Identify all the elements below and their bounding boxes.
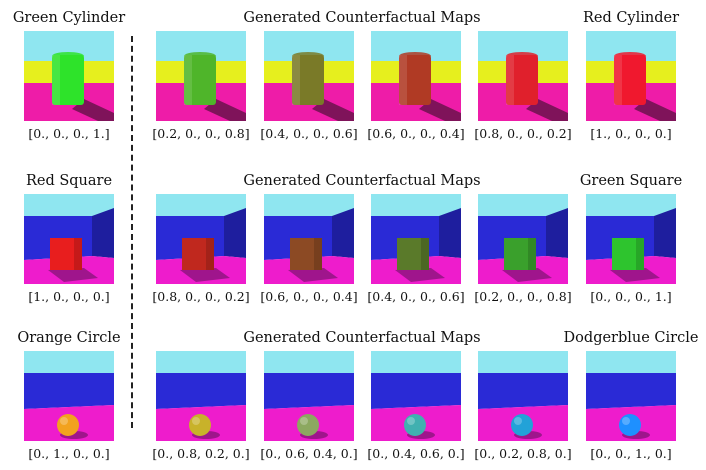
counterfactual-vector-caption: [0., 0.4, 0.6, 0.] bbox=[367, 446, 465, 461]
source-image-image bbox=[24, 31, 114, 121]
counterfactual-map-image-image bbox=[264, 194, 354, 284]
counterfactual-vector-caption: [0., 0.6, 0.4, 0.] bbox=[260, 446, 358, 461]
generated-maps-title: Generated Counterfactual Maps bbox=[243, 173, 481, 189]
counterfactual-vector-caption: [0.8, 0., 0., 0.2] bbox=[474, 126, 572, 141]
counterfactual-map-image-image bbox=[371, 31, 461, 121]
counterfactual-map-image bbox=[264, 351, 354, 441]
source-title: Green Cylinder bbox=[12, 10, 126, 26]
target-image bbox=[586, 351, 676, 441]
target-image bbox=[586, 194, 676, 284]
counterfactual-vector-caption: [0.4, 0., 0., 0.6] bbox=[260, 126, 358, 141]
source-vector-caption: [0., 1., 0., 0.] bbox=[28, 446, 110, 461]
counterfactual-map-image-image bbox=[478, 194, 568, 284]
target-title: Dodgerblue Circle bbox=[563, 330, 699, 346]
counterfactual-map-image bbox=[264, 31, 354, 121]
counterfactual-map-image-image bbox=[156, 31, 246, 121]
source-image-image bbox=[24, 351, 114, 441]
source-vector-caption: [0., 0., 0., 1.] bbox=[28, 126, 110, 141]
source-image bbox=[24, 31, 114, 121]
target-image-image bbox=[586, 351, 676, 441]
source-title: Orange Circle bbox=[17, 330, 121, 346]
counterfactual-map-image bbox=[156, 194, 246, 284]
counterfactual-map-image bbox=[478, 31, 568, 121]
counterfactual-map-image bbox=[371, 31, 461, 121]
target-image-image bbox=[586, 194, 676, 284]
counterfactual-vector-caption: [0.2, 0., 0., 0.8] bbox=[474, 289, 572, 304]
source-image-image bbox=[24, 194, 114, 284]
counterfactual-vector-caption: [0., 0.2, 0.8, 0.] bbox=[474, 446, 572, 461]
counterfactual-map-image bbox=[264, 194, 354, 284]
counterfactual-vector-caption: [0.6, 0., 0., 0.4] bbox=[367, 126, 465, 141]
counterfactual-map-image-image bbox=[156, 351, 246, 441]
counterfactual-map-image-image bbox=[264, 351, 354, 441]
counterfactual-map-image-image bbox=[156, 194, 246, 284]
counterfactual-map-image-image bbox=[371, 194, 461, 284]
counterfactual-vector-caption: [0.8, 0., 0., 0.2] bbox=[152, 289, 250, 304]
counterfactual-map-image bbox=[478, 351, 568, 441]
counterfactual-vector-caption: [0.4, 0., 0., 0.6] bbox=[367, 289, 465, 304]
source-vector-caption: [1., 0., 0., 0.] bbox=[28, 289, 110, 304]
target-vector-caption: [0., 0., 1., 0.] bbox=[590, 446, 672, 461]
target-image bbox=[586, 31, 676, 121]
counterfactual-map-image-image bbox=[478, 31, 568, 121]
counterfactual-map-image bbox=[156, 351, 246, 441]
counterfactual-map-image-image bbox=[478, 351, 568, 441]
counterfactual-map-image bbox=[371, 351, 461, 441]
target-image-image bbox=[586, 31, 676, 121]
target-vector-caption: [1., 0., 0., 0.] bbox=[590, 126, 672, 141]
dashed-divider bbox=[131, 36, 133, 428]
counterfactual-map-image bbox=[156, 31, 246, 121]
target-vector-caption: [0., 0., 0., 1.] bbox=[590, 289, 672, 304]
source-image bbox=[24, 194, 114, 284]
counterfactual-vector-caption: [0.2, 0., 0., 0.8] bbox=[152, 126, 250, 141]
generated-maps-title: Generated Counterfactual Maps bbox=[243, 330, 481, 346]
target-title: Green Square bbox=[579, 173, 683, 189]
counterfactual-vector-caption: [0., 0.8, 0.2, 0.] bbox=[152, 446, 250, 461]
target-title: Red Cylinder bbox=[582, 10, 680, 26]
counterfactual-map-image bbox=[371, 194, 461, 284]
counterfactual-vector-caption: [0.6, 0., 0., 0.4] bbox=[260, 289, 358, 304]
source-title: Red Square bbox=[25, 173, 113, 189]
counterfactual-map-image bbox=[478, 194, 568, 284]
source-image bbox=[24, 351, 114, 441]
generated-maps-title: Generated Counterfactual Maps bbox=[243, 10, 481, 26]
counterfactual-map-image-image bbox=[264, 31, 354, 121]
counterfactual-map-image-image bbox=[371, 351, 461, 441]
